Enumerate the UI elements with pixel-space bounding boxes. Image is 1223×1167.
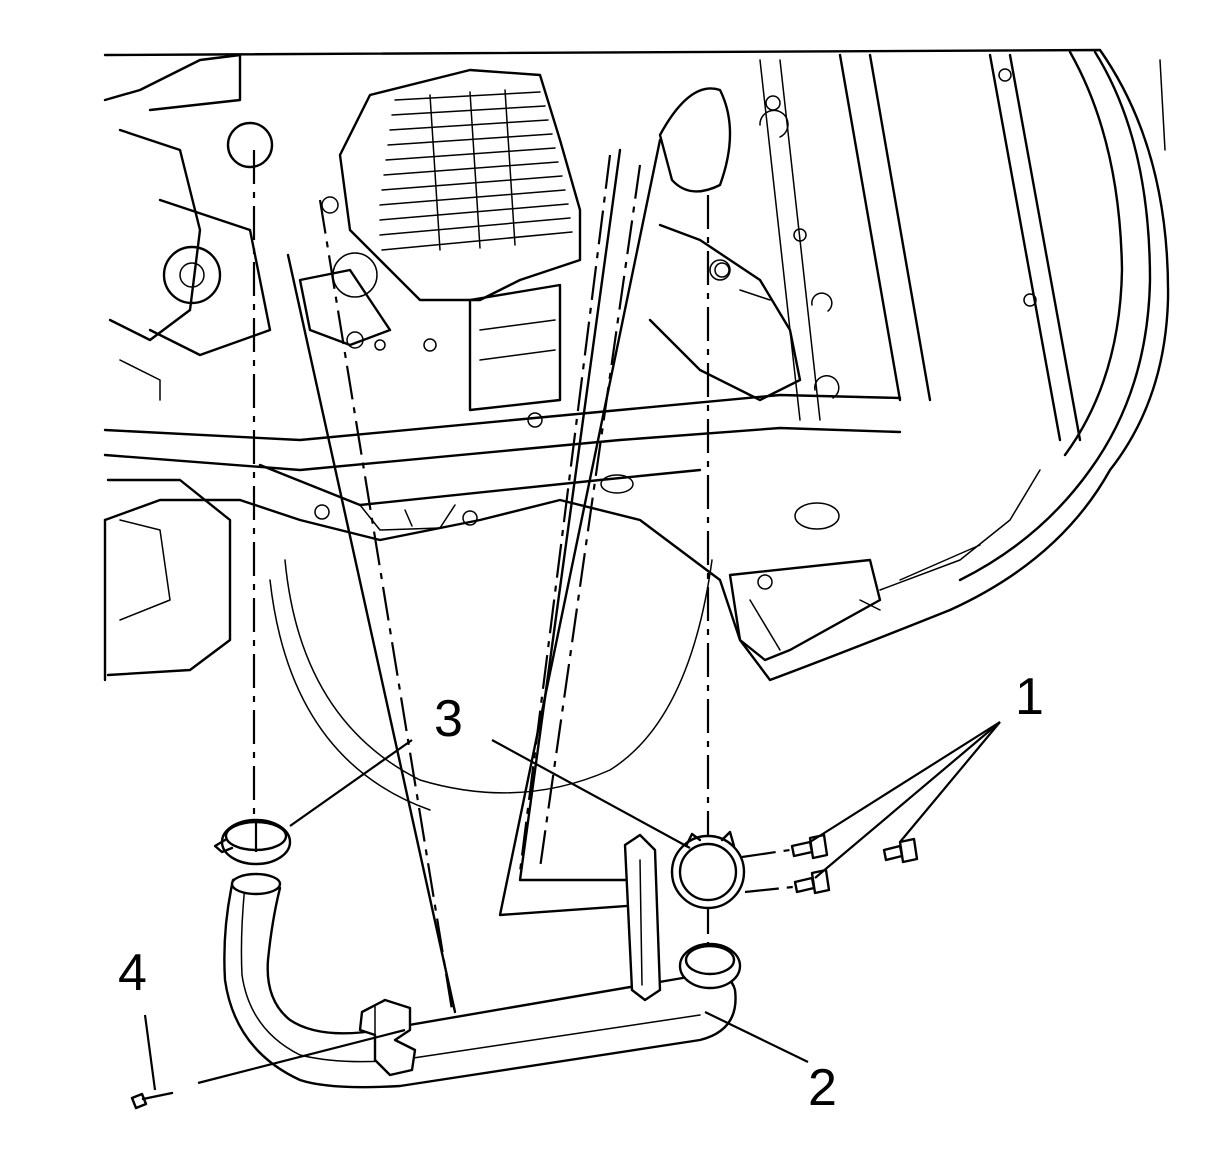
left-clamp [213,818,292,866]
callout-3: 3 [434,690,463,748]
vehicle-underbody [103,48,1170,811]
hanger-bolt [130,1091,174,1110]
alignment-lines [252,138,794,1014]
callout-1: 1 [1015,668,1044,726]
bolt-lower [793,868,831,895]
hanger-alignment-line-right [518,154,612,873]
leader-4b [197,1028,406,1085]
pipe-flange-ring [678,942,742,990]
leader-3a [289,739,413,827]
leader-2 [704,1011,809,1063]
bolt-spare [882,837,919,864]
leader-lines [143,721,1001,1091]
leader-4a [143,1014,157,1091]
callout-2: 2 [808,1059,837,1117]
leader-1a [809,721,1001,843]
leader-1c [899,721,1001,843]
right-clamp [670,830,746,910]
leader-3b [491,739,691,849]
hanger-alignment-line-left [318,199,454,1011]
leader-1b [814,721,1001,879]
ecm-heatsink-fins [379,89,573,251]
callouts: 1 2 3 4 [118,668,1044,1117]
callout-4: 4 [118,944,147,1002]
exhaust-pipe [223,833,737,1089]
bolt-upper [790,833,829,860]
